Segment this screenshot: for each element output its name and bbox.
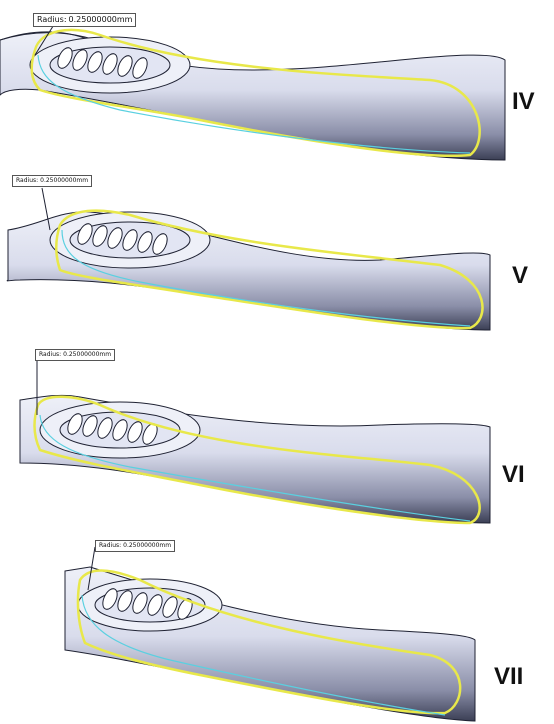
grip-slots-vii [102, 588, 193, 620]
handle-model-vii [64, 546, 476, 722]
selected-edge-loop-vii [76, 569, 462, 715]
panel-label-vii: VII [494, 663, 524, 690]
grip-slots-iv [57, 47, 148, 79]
radius-tag-v: Radius:0.25000000mm [12, 175, 93, 187]
panel-label-vi: VI [502, 461, 525, 488]
handle-model-iv [0, 22, 506, 161]
panel-vii: Radius:0.25000000mm VII [0, 535, 554, 724]
selected-edge-loop-vi [33, 395, 481, 525]
radius-tag-iv: Radius:0.25000000mm [33, 13, 137, 27]
panel-label-v: V [512, 262, 529, 289]
radius-tag-vii: Radius:0.25000000mm [95, 540, 176, 552]
handle-model-v [6, 187, 491, 331]
panel-label-iv: IV [512, 88, 535, 115]
grip-slots-v [77, 223, 168, 255]
panel-vi: Radius:0.25000000mm VI [0, 345, 554, 530]
selected-edge-loop-v [55, 209, 484, 330]
grip-slots-vi [67, 413, 158, 445]
panel-iv: Radius:0.25000000mm IV [0, 0, 554, 165]
handle-model-vi [19, 358, 491, 525]
selected-edge-loop-iv [30, 28, 481, 158]
radius-tag-vi: Radius:0.25000000mm [35, 349, 116, 361]
panel-v: Radius:0.25000000mm V [0, 170, 554, 340]
